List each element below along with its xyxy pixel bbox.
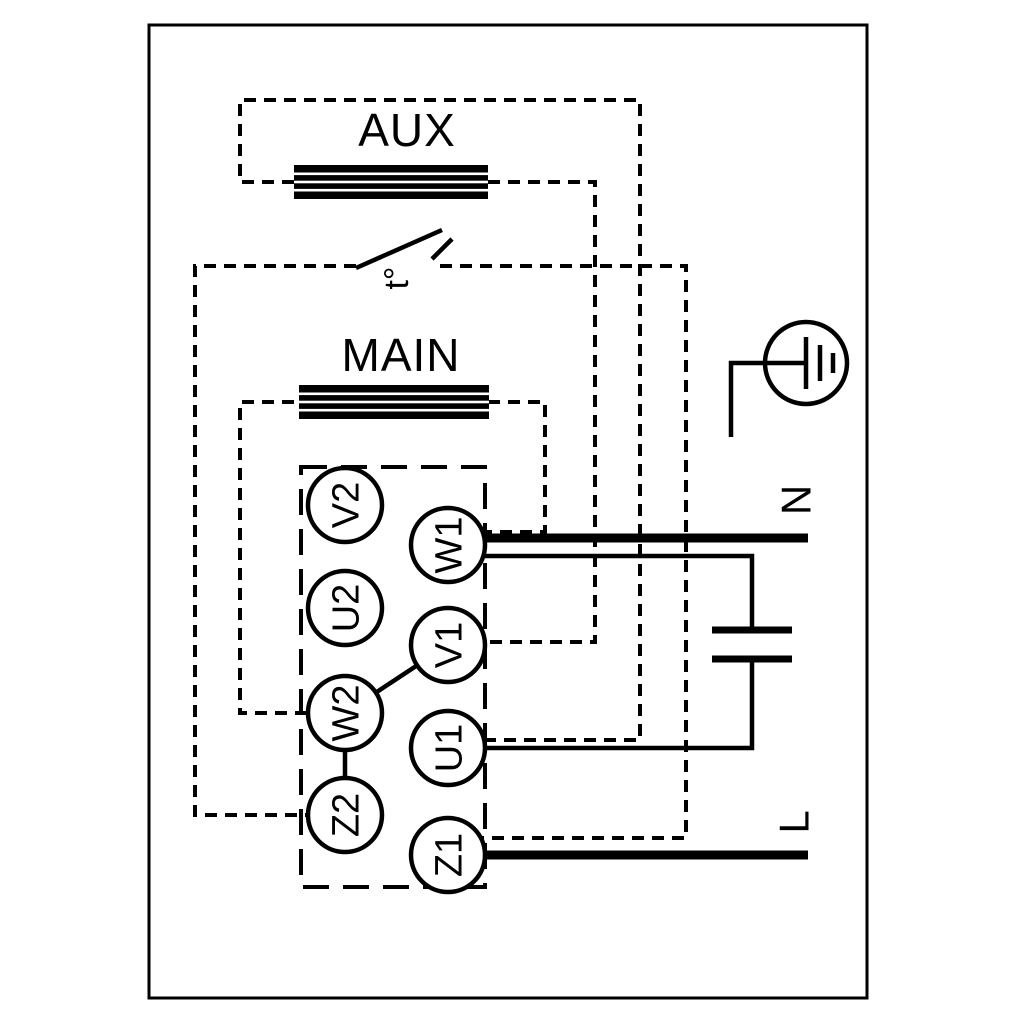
terminal-u2-label: U2: [325, 584, 367, 633]
terminal-u1-label: U1: [428, 724, 470, 773]
terminal-u1: U1: [408, 708, 488, 788]
terminal-z1: Z1: [408, 815, 488, 895]
wire-aux-to-v1: [448, 180, 597, 644]
main-winding-symbol: [299, 385, 489, 419]
aux-winding-label: AUX: [358, 104, 456, 156]
capacitor-symbol: [712, 626, 792, 663]
terminal-v1-label: V1: [428, 622, 470, 668]
wire-main-to-w2: [238, 400, 345, 715]
terminal-v1-circle: [408, 605, 488, 685]
terminal-u2-circle: [305, 568, 385, 648]
terminal-u1-circle: [408, 708, 488, 788]
wire-switch-to-z2: [193, 264, 356, 817]
thermal-switch-blade: [355, 227, 443, 271]
terminal-block-outline: [299, 465, 487, 889]
earth-ground-icon: [728, 319, 850, 437]
terminal-w1: W1: [408, 505, 488, 585]
terminal-v2-label: V2: [325, 482, 367, 528]
terminal-w2-label: W2: [325, 685, 367, 742]
terminal-z2: Z2: [305, 775, 385, 855]
ground-wire: [728, 360, 806, 437]
neutral-label: N: [773, 485, 820, 515]
main-winding-label: MAIN: [342, 329, 461, 381]
terminal-v1: V1: [408, 605, 488, 685]
thermal-switch-contact: [430, 237, 454, 261]
terminal-z1-label: Z1: [428, 833, 470, 877]
wire-capacitor-to-u1: [448, 659, 755, 751]
terminal-z1-circle: [408, 815, 488, 895]
terminal-w2: W2: [305, 673, 385, 753]
wire-w1-to-capacitor: [448, 553, 755, 629]
terminal-v2: V2: [305, 465, 385, 545]
thermal-switch-label: t°: [378, 266, 416, 289]
terminal-w2-circle: [305, 673, 385, 753]
terminal-w1-label: W1: [428, 517, 470, 574]
wire-switch-to-z1: [440, 264, 688, 840]
wire-main-to-w1: [448, 400, 547, 534]
aux-winding-symbol: [294, 165, 488, 199]
wire-aux-to-u1: [238, 98, 642, 742]
line-label: L: [771, 810, 818, 833]
terminal-v2-circle: [305, 465, 385, 545]
diagram-border: [147, 23, 869, 1000]
terminal-z2-label: Z2: [325, 793, 367, 837]
thermal-switch-icon: [355, 227, 454, 271]
terminal-w1-circle: [408, 505, 488, 585]
terminal-u2: U2: [305, 568, 385, 648]
terminal-z2-circle: [305, 775, 385, 855]
